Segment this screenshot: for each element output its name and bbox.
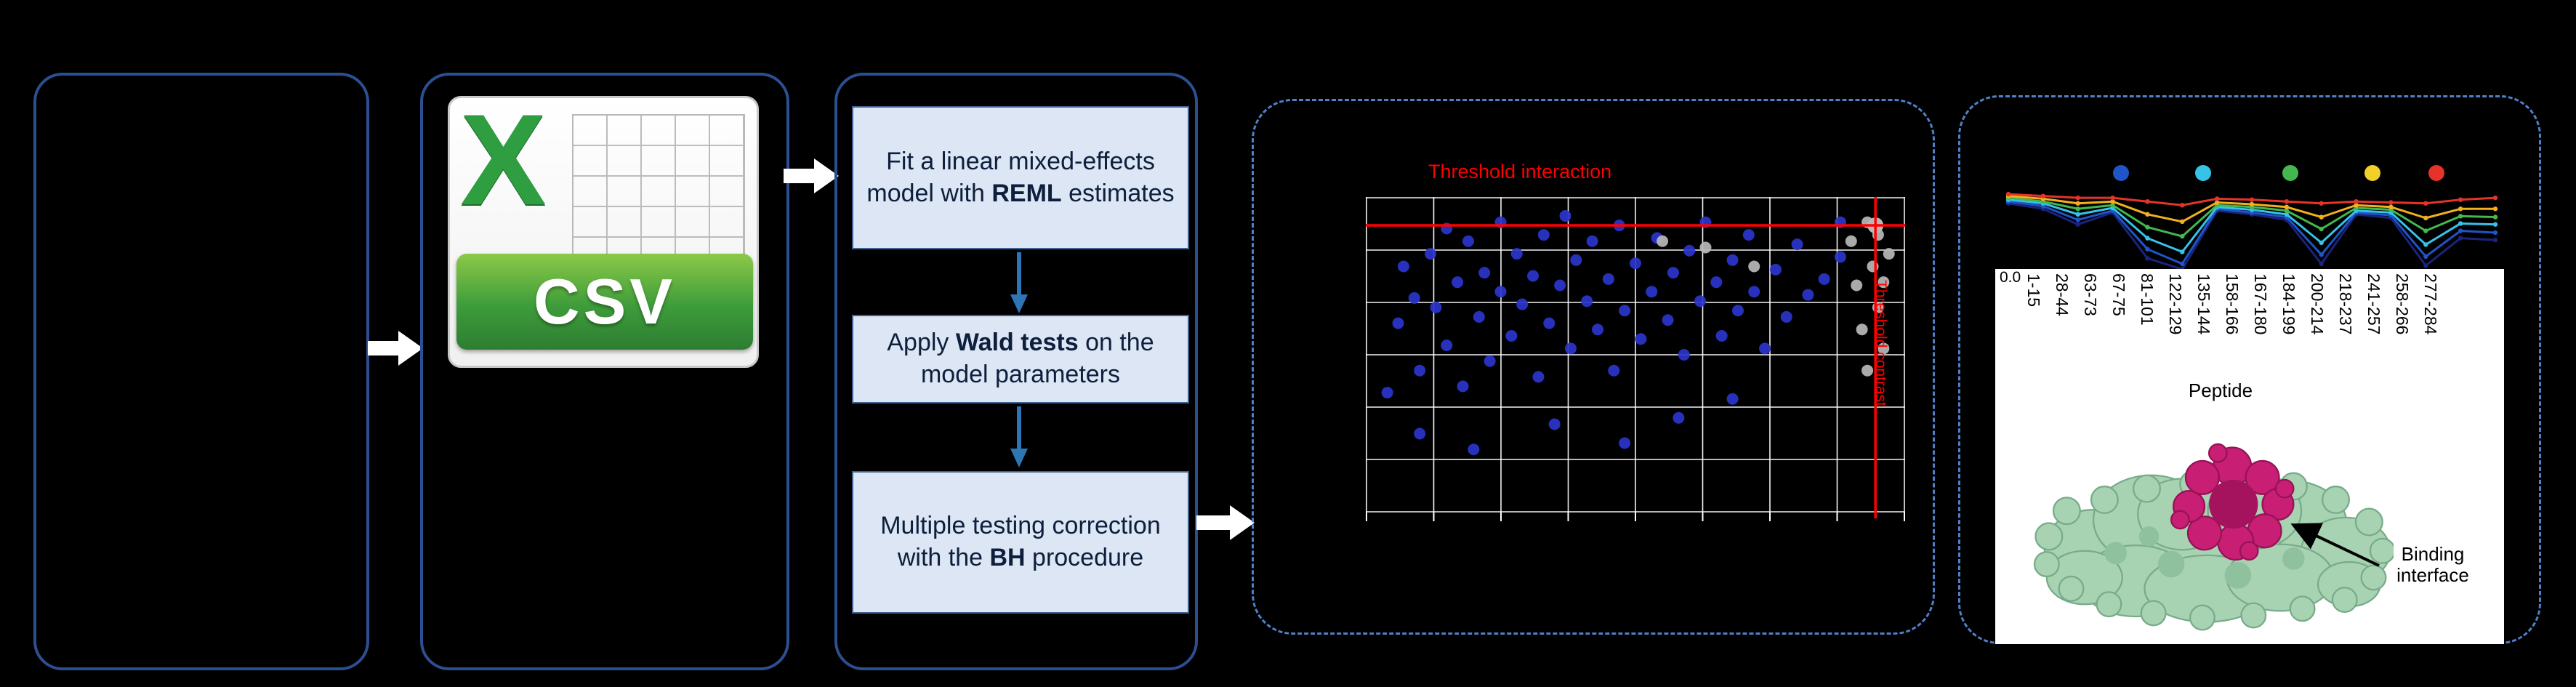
- step-text-bold: BH: [989, 544, 1026, 571]
- uptake-line-chart: [2005, 191, 2498, 272]
- step-text-post: procedure: [1025, 544, 1144, 571]
- flow-arrow-1-icon: [368, 331, 423, 369]
- binding-interface-label: Binding interface: [2396, 543, 2469, 587]
- step-text-bold: REML: [991, 179, 1062, 207]
- step-text: Multiple testing correction with the BH …: [864, 510, 1178, 574]
- csv-banner: CSV: [456, 254, 753, 350]
- step-down-arrow-2-icon: [1009, 406, 1029, 471]
- step-text-bold: Wald tests: [955, 329, 1079, 357]
- legend-dot: [2113, 165, 2129, 181]
- csv-input-box: X CSV: [420, 73, 789, 670]
- flow-arrow-2-icon: [784, 158, 839, 197]
- peptide-label: 218-237: [2336, 273, 2355, 335]
- process-step-wald: Apply Wald tests on the model parameters: [852, 315, 1189, 403]
- peptide-label: 184-199: [2279, 273, 2298, 335]
- peptide-label: 63-73: [2081, 273, 2100, 316]
- step-text: Apply Wald tests on the model parameters: [864, 327, 1178, 390]
- peptide-label: 200-214: [2308, 273, 2327, 335]
- scatter-result-box: Threshold interaction Threshold contrast: [1252, 99, 1935, 635]
- peptide-label: 28-44: [2053, 273, 2072, 316]
- protein-structure-image: [2033, 443, 2394, 631]
- csv-file-icon: X CSV: [448, 96, 759, 368]
- legend-dot: [2282, 165, 2298, 181]
- input-box: [33, 73, 369, 670]
- timepoint-legend: [1960, 97, 2539, 642]
- csv-page: X CSV: [448, 96, 759, 368]
- uptake-ytick-label: 0.0: [2000, 269, 2021, 286]
- process-step-bh: Multiple testing correction with the BH …: [852, 471, 1189, 614]
- peptide-label: 277-284: [2421, 273, 2440, 335]
- step-text-post: estimates: [1061, 179, 1175, 207]
- step-text-pre: Apply: [887, 329, 956, 357]
- legend-dot: [2428, 165, 2444, 181]
- spreadsheet-grid-icon: [572, 114, 745, 268]
- peptide-panel: 0.0 1-15 28-44 63-73 67-75 81-101 122-129 135-…: [1995, 269, 2504, 644]
- legend-dot: [2195, 165, 2211, 181]
- process-step-reml: Fit a linear mixed-effects model with RE…: [852, 106, 1189, 249]
- peptide-label: 158-166: [2223, 273, 2242, 335]
- step-text-pre: Multiple testing correction with the: [880, 512, 1161, 571]
- csv-label: CSV: [534, 265, 676, 337]
- legend-dot: [2364, 165, 2380, 181]
- model-pipeline-box: Fit a linear mixed-effects model with RE…: [834, 73, 1198, 670]
- peptide-label: 258-266: [2393, 273, 2412, 335]
- step-text-post: on the model parameters: [920, 329, 1154, 388]
- scatter-side-label: Threshold contrast: [1872, 280, 1889, 406]
- peptide-label: 81-101: [2138, 273, 2157, 326]
- uptake-result-box: 0.0 1-15 28-44 63-73 67-75 81-101 122-129 135-…: [1958, 95, 2541, 644]
- excel-x-icon: X: [460, 96, 547, 232]
- threshold-scatter-plot: [1366, 197, 1905, 521]
- step-text-pre: Fit a linear mixed-effects model with: [866, 147, 1155, 207]
- peptide-label: 167-180: [2251, 273, 2270, 335]
- peptide-label: 1-15: [2024, 273, 2043, 308]
- flow-arrow-3-icon: [1196, 505, 1255, 544]
- step-text: Fit a linear mixed-effects model with RE…: [864, 146, 1178, 209]
- step-down-arrow-1-icon: [1009, 252, 1029, 317]
- peptide-label: 67-75: [2109, 273, 2128, 316]
- peptide-label: 241-257: [2364, 273, 2383, 335]
- peptide-axis-title: Peptide: [2188, 379, 2253, 401]
- peptide-label: 122-129: [2166, 273, 2185, 335]
- peptide-label: 135-144: [2194, 273, 2213, 335]
- scatter-title: Threshold interaction: [1428, 161, 1612, 182]
